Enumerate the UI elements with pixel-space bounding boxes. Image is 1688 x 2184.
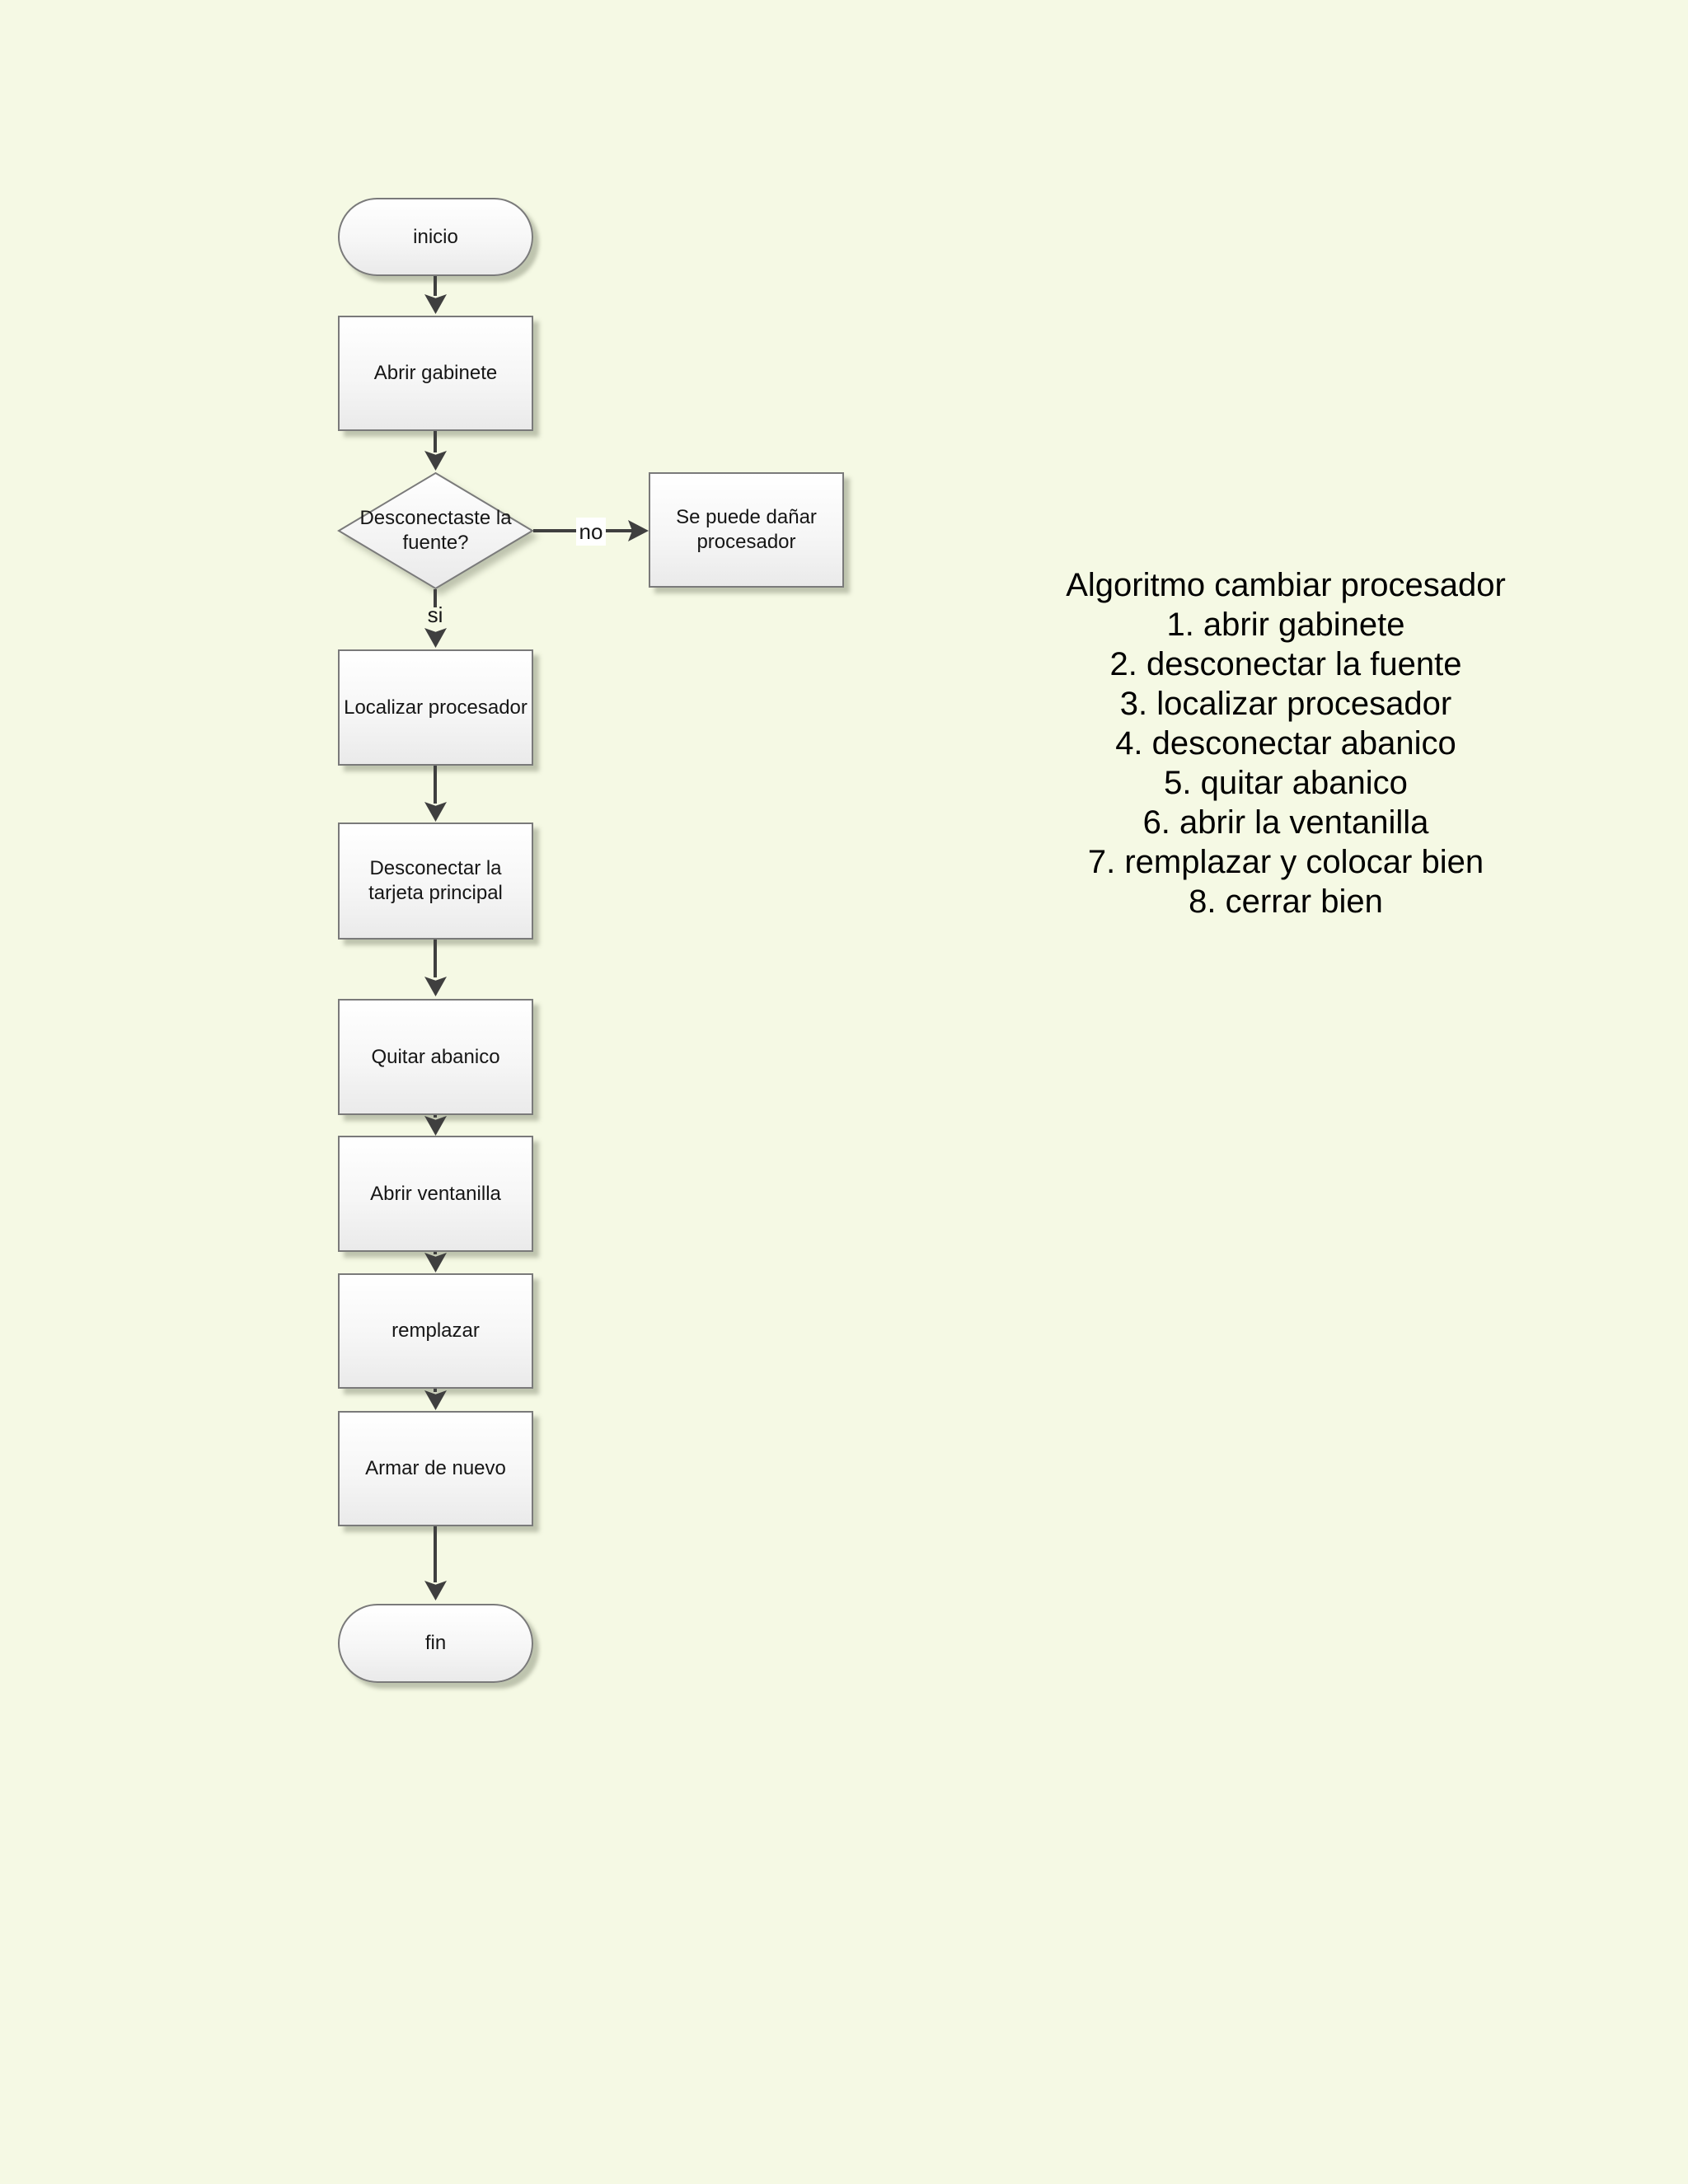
process-localizar-procesador: Localizar procesador <box>338 649 533 766</box>
edge-label-si: si <box>427 602 443 627</box>
process-desconectar-tarjeta: Desconectar la tarjeta principal <box>338 823 533 940</box>
process-armar-de-nuevo: Armar de nuevo <box>338 1411 533 1526</box>
algorithm-text-block: Algoritmo cambiar procesador 1. abrir ga… <box>874 565 1688 921</box>
connector-start-line <box>434 276 437 296</box>
algorithm-step: 1. abrir gabinete <box>1166 607 1405 643</box>
process-quitar-abanico: Quitar abanico <box>338 999 533 1115</box>
decision-label: Desconectaste la fuente? <box>359 507 512 554</box>
algorithm-step: 5. quitar abanico <box>1164 765 1408 801</box>
arrowhead-down-icon <box>424 1581 447 1601</box>
end-terminator: fin <box>338 1604 533 1683</box>
connector-line <box>434 431 437 452</box>
process-abrir-ventanilla: Abrir ventanilla <box>338 1136 533 1252</box>
connector-line <box>434 766 437 804</box>
arrowhead-down-icon <box>424 451 447 471</box>
arrowhead-down-icon <box>424 1390 447 1410</box>
diamond-shape <box>337 471 534 590</box>
algorithm-title: Algoritmo cambiar procesador <box>1066 567 1506 603</box>
algorithm-step: 3. localizar procesador <box>1119 686 1452 722</box>
connector-line <box>434 1526 437 1582</box>
arrowhead-down-icon <box>424 628 447 648</box>
arrowhead-down-icon <box>424 1253 447 1272</box>
arrowhead-down-icon <box>424 802 447 822</box>
arrowhead-down-icon <box>424 1116 447 1136</box>
algorithm-step: 6. abrir la ventanilla <box>1142 804 1429 841</box>
process-abrir-gabinete: Abrir gabinete <box>338 316 533 431</box>
arrowhead-down-icon <box>424 977 447 996</box>
connector-line <box>434 1252 437 1254</box>
start-terminator: inicio <box>338 198 533 276</box>
algorithm-step: 2. desconectar la fuente <box>1109 646 1462 682</box>
algorithm-step: 7. remplazar y colocar bien <box>1087 844 1484 880</box>
process-danar-procesador: Se puede dañar procesador <box>649 472 844 588</box>
connector-si-line <box>434 589 437 607</box>
connector-line <box>434 1115 437 1118</box>
algorithm-step: 8. cerrar bien <box>1189 883 1383 920</box>
process-remplazar: remplazar <box>338 1273 533 1389</box>
edge-label-no: no <box>576 518 606 546</box>
algorithm-step: 4. desconectar abanico <box>1115 725 1456 762</box>
decision-desconectaste-fuente: Desconectaste la fuente? <box>336 471 535 591</box>
arrowhead-down-icon <box>424 294 447 314</box>
connector-line <box>434 940 437 977</box>
connector-line <box>434 1389 437 1392</box>
